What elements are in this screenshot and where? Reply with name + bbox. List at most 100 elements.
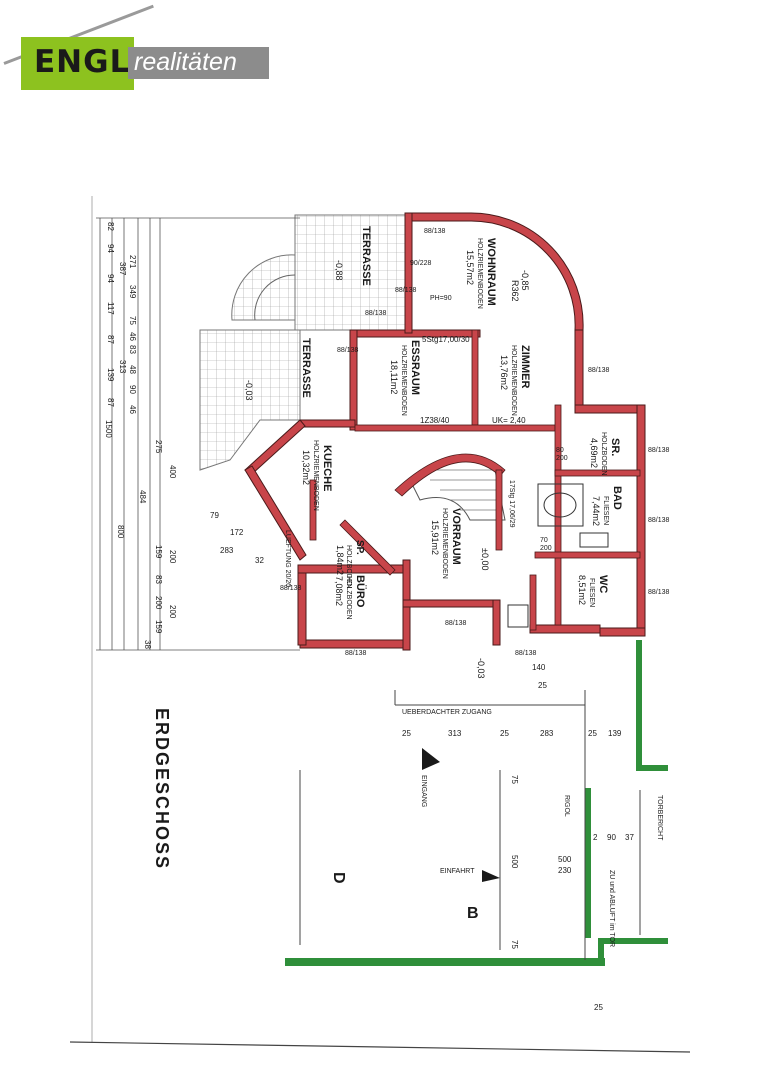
- room-name-sr: SR.: [609, 438, 621, 456]
- level-vorraum: ±0,00: [480, 548, 490, 570]
- dim-label: 79: [210, 511, 219, 520]
- dim-label: 25: [500, 729, 509, 738]
- dim-label: 46: [128, 405, 137, 414]
- room-area-zimmer: 13,76m2: [499, 355, 509, 390]
- dim-label: 25: [402, 729, 411, 738]
- level-outside: -0,03: [476, 658, 486, 679]
- room-floor-buero: HOLZBODEN: [345, 576, 352, 620]
- room-area-wohnraum: 15,57m2: [465, 250, 475, 285]
- dim-label: 25: [594, 1003, 603, 1012]
- dim-label: 800: [116, 525, 125, 539]
- room-area-sp: 1,84m2: [335, 545, 345, 575]
- dim-label: 117: [106, 302, 115, 315]
- dim-label: 349: [128, 285, 137, 299]
- room-area-sr: 4,69m2: [589, 438, 599, 468]
- dim-label: 313: [118, 360, 127, 374]
- note-stairs-inner: 17Stg 17,06/29: [508, 480, 515, 528]
- logo-tagline: realitäten: [134, 48, 237, 76]
- terrace-lower: [199, 329, 301, 471]
- room-name-kueche: KUECHE: [321, 445, 333, 491]
- window-label: 88/138: [515, 650, 537, 657]
- room-floor-bad: FLIESEN: [602, 496, 609, 525]
- dim-label: 32: [255, 556, 264, 565]
- note-stairs-mid: 1Z38/40: [420, 416, 450, 425]
- room-name-sp: SP.: [354, 540, 365, 555]
- dim-label: 75: [510, 940, 519, 949]
- note-gate: TORBERICHT: [656, 795, 663, 841]
- window-label: 88/138: [648, 517, 670, 524]
- dim-label: 2: [593, 833, 598, 842]
- level-terrasse-lower: -0,03: [244, 380, 254, 401]
- dim-label: 25: [588, 729, 597, 738]
- dim-label: 83: [128, 345, 137, 354]
- dim-label: 46: [128, 332, 137, 341]
- note-riegel: RIGOL: [563, 795, 570, 817]
- entrance-arrow-icon: [422, 748, 500, 882]
- bath-fixtures: [507, 483, 609, 628]
- note-driveway: EINFAHRT: [440, 868, 475, 875]
- dim-label: 500: [510, 855, 519, 869]
- brand-logo: ENGL realitäten: [0, 0, 300, 100]
- room-floor-wohnraum: HOLZRIEMENBODEN: [476, 238, 483, 309]
- window-label: 88/138: [648, 447, 670, 454]
- room-area-bad: 7,44m2: [591, 496, 601, 526]
- room-name-wohnraum: WOHNRAUM: [485, 238, 497, 306]
- dim-label: 38: [143, 640, 152, 649]
- dim-label: 387: [118, 262, 127, 276]
- note-tor: ZU und ABLUFT im TOR: [608, 870, 615, 947]
- dim-label: 271: [128, 255, 137, 269]
- dim-label: 313: [448, 729, 462, 738]
- section-marker-d: D: [330, 872, 347, 884]
- dim-label: 139: [106, 368, 115, 382]
- room-area-essraum: 18,11m2: [389, 360, 399, 394]
- room-floor-wc: FLIESEN: [588, 578, 595, 607]
- dim-label: 87: [106, 335, 115, 344]
- dim-label: 70: [540, 537, 548, 544]
- room-area-wc: 8,51m2: [577, 575, 587, 605]
- property-boundary: [285, 640, 668, 966]
- room-name-terrasse-lower: TERRASSE: [300, 338, 312, 398]
- dim-label: 140: [532, 663, 546, 672]
- note-entrance-roof: UEBERDACHTER ZUGANG: [402, 709, 492, 716]
- radius-wohnraum: R362: [510, 280, 520, 302]
- room-floor-sr: HOLZBODEN: [600, 432, 607, 476]
- paper-frame: [69, 196, 691, 1053]
- room-name-zimmer: ZIMMER: [519, 345, 531, 388]
- dim-label: 283: [540, 729, 554, 738]
- dim-label: 94: [106, 274, 115, 283]
- room-area-buero: 7,08m2: [334, 576, 344, 606]
- room-name-vorraum: VORRAUM: [450, 508, 462, 565]
- window-label: 90/228: [410, 260, 432, 267]
- room-floor-sp: HOLZBODEN: [345, 545, 352, 589]
- room-floor-vorraum: HOLZRIEMENBODEN: [441, 508, 448, 579]
- floor-title: ERDGESCHOSS: [152, 708, 172, 870]
- window-label: 88/138: [445, 620, 467, 627]
- window-label: 88/138: [365, 310, 387, 317]
- room-floor-kueche: HOLZRIEMENBODEN: [312, 440, 319, 511]
- room-area-vorraum: 15,91m2: [430, 520, 440, 555]
- window-label: 88/138: [337, 347, 359, 354]
- exterior-walls: [244, 212, 646, 651]
- dim-label: 25: [538, 681, 547, 690]
- dim-label: 159: [154, 620, 163, 634]
- level-wohnraum: -0,85: [520, 270, 530, 291]
- dim-label: 94: [106, 244, 115, 253]
- room-floor-zimmer: HOLZRIEMENBODEN: [510, 345, 517, 416]
- dim-label: 48: [128, 365, 137, 374]
- dim-label: 80: [556, 447, 564, 454]
- dim-label: 139: [608, 729, 622, 738]
- logo-green-box: [21, 37, 134, 90]
- logo-brand-text: ENGL: [34, 44, 131, 80]
- driveway: [299, 690, 641, 960]
- dim-label: 87: [106, 398, 115, 407]
- dim-label: 83: [154, 575, 163, 584]
- window-label: 88/138: [648, 589, 670, 596]
- dim-label: 200: [168, 605, 177, 619]
- dim-label: 75: [510, 775, 519, 784]
- level-terrasse-upper: -0,88: [334, 260, 344, 281]
- dim-label: 200: [556, 455, 568, 462]
- dim-label: 283: [220, 546, 234, 555]
- window-label: 88/138: [395, 287, 417, 294]
- room-name-terrasse-upper: TERRASSE: [360, 226, 372, 286]
